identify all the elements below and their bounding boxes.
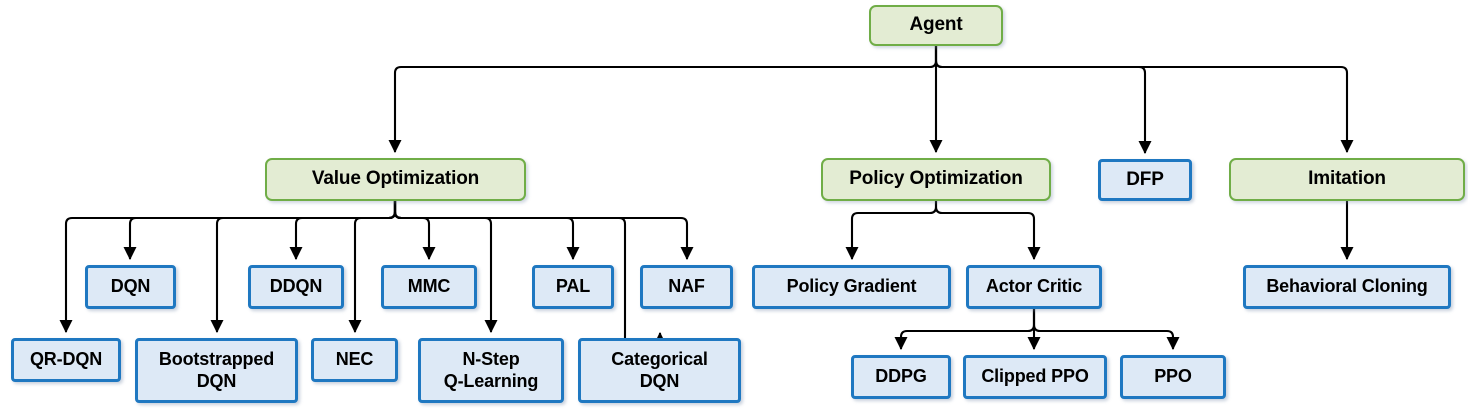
edge-value-optimization-to-pal [393, 201, 580, 261]
node-agent[interactable]: Agent [869, 5, 1003, 46]
node-ppo[interactable]: PPO [1120, 355, 1226, 399]
node-ddqn[interactable]: DDQN [248, 265, 344, 309]
node-mmc[interactable]: MMC [381, 265, 477, 309]
edge-value-optimization-to-dqn [123, 201, 397, 261]
edge-actor-critic-to-ddpg [894, 309, 1036, 351]
node-imitation[interactable]: Imitation [1229, 158, 1465, 201]
node-behavioral-cloning[interactable]: Behavioral Cloning [1243, 265, 1451, 309]
node-categorical-dqn[interactable]: Categorical DQN [578, 338, 741, 403]
node-value-optimization[interactable]: Value Optimization [265, 158, 526, 201]
node-ddpg[interactable]: DDPG [851, 355, 951, 399]
edge-policy-optimization-to-policy-gradient [845, 201, 938, 261]
node-policy-gradient[interactable]: Policy Gradient [752, 265, 951, 309]
edge-agent-to-dfp [934, 46, 1152, 155]
node-dfp[interactable]: DFP [1098, 159, 1192, 201]
node-qr-dqn[interactable]: QR-DQN [11, 338, 121, 382]
edge-policy-optimization-to-actor-critic [934, 201, 1041, 261]
node-pal[interactable]: PAL [532, 265, 614, 309]
node-n-step-q-learning[interactable]: N-Step Q-Learning [418, 338, 564, 403]
edge-agent-to-imitation [934, 46, 1354, 154]
node-nec[interactable]: NEC [311, 338, 398, 382]
edge-actor-critic-to-ppo [1032, 309, 1180, 351]
node-bootstrapped-dqn[interactable]: Bootstrapped DQN [135, 338, 298, 403]
node-clipped-ppo[interactable]: Clipped PPO [963, 355, 1107, 399]
edge-value-optimization-to-naf [393, 201, 694, 261]
node-naf[interactable]: NAF [640, 265, 733, 309]
edge-agent-to-value-optimization [388, 46, 938, 154]
edge-value-optimization-to-ddqn [289, 201, 397, 261]
node-policy-optimization[interactable]: Policy Optimization [821, 158, 1051, 201]
node-actor-critic[interactable]: Actor Critic [966, 265, 1102, 309]
node-dqn[interactable]: DQN [85, 265, 176, 309]
edge-value-optimization-to-mmc [393, 201, 436, 261]
